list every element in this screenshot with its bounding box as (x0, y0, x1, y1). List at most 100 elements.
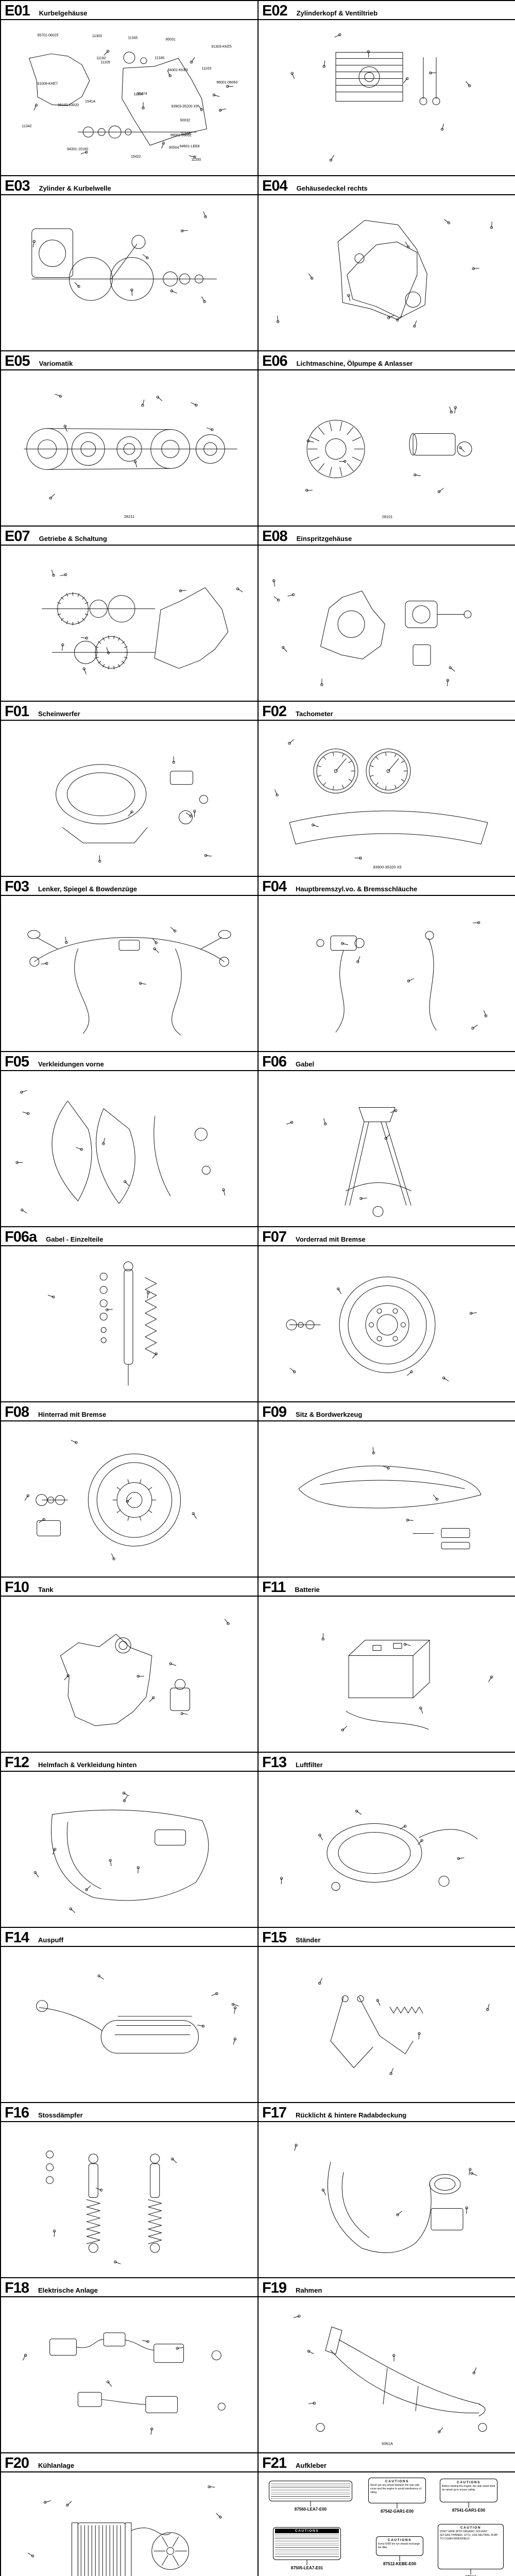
cell-header: F21 Aufkleber (259, 2453, 515, 2472)
exploded-line-art: 28211 (24, 394, 237, 519)
leader-line (397, 2503, 398, 2509)
cell-title: Hinterrad mit Bremse (38, 1411, 107, 1418)
cell-title: Hauptbremszyl.vo. & Bremsschläuche (295, 885, 418, 893)
exploded-line-art: 93900-35320 X5 (274, 739, 488, 870)
part-label: 28211 (124, 514, 134, 519)
part-label: 90474 (137, 92, 147, 96)
cell-code: F21 (262, 2455, 287, 2471)
diagram-f07 (259, 1246, 515, 1401)
part-label: 96001-06050 (216, 81, 237, 84)
cell-code: F18 (5, 2280, 29, 2296)
diagram-f02: 93900-35320 X5 (259, 721, 515, 876)
caution-sticker (269, 2481, 352, 2501)
part-label: 15422 (131, 155, 141, 159)
diagram-f03 (1, 896, 258, 1051)
cell-f01[interactable]: F01 Scheinwerfer (1, 702, 259, 877)
cell-code: F17 (262, 2105, 287, 2121)
exploded-line-art (31, 211, 217, 303)
part-label: 91303-KKE5 (211, 45, 232, 48)
cell-code: E06 (262, 353, 288, 369)
part-number-caption: 87542-GAR1-E00 (380, 2509, 414, 2514)
diagram-e02 (259, 20, 515, 175)
part-label: 11342 (22, 125, 32, 128)
cell-title: Kühlanlage (38, 2462, 75, 2469)
cell-title: Zylinderkopf & Ventiltrieb (296, 9, 378, 17)
diagram-f14 (1, 1947, 258, 2102)
cell-code: F20 (5, 2455, 29, 2471)
part-label: 5061A (382, 2442, 393, 2446)
part-label: 11105 (101, 61, 110, 64)
part-label: 11192 (96, 57, 106, 60)
cell-code: E01 (5, 3, 30, 19)
part-label: 11345 (128, 36, 138, 40)
exploded-line-art (15, 1090, 226, 1214)
cell-title: Tank (38, 1586, 54, 1594)
cell-title: Lenker, Spiegel & Bowdenzüge (38, 885, 138, 893)
exploded-line-art (321, 1633, 493, 1732)
cell-code: F09 (262, 1404, 287, 1420)
exploded-line-art (286, 1107, 411, 1217)
cell-title: Scheinwerfer (38, 710, 80, 718)
cell-title: Auspuff (38, 1936, 64, 1944)
diagram-f06a (1, 1246, 258, 1401)
exploded-line-art: 1901093404-05025 (27, 2485, 222, 2576)
part-label: 94301-KKE5 (167, 69, 188, 72)
exploded-line-art: 111031110096001-0605091303-KKE594301-KKE… (22, 33, 238, 161)
exploded-line-art (47, 1261, 158, 1386)
exploded-line-art (22, 2332, 226, 2435)
part-label: 91009-KHE7 (37, 82, 58, 86)
cell-code: F06 (262, 1054, 287, 1070)
cell-title: Aufkleber (295, 2462, 327, 2469)
cell-code: F05 (5, 1054, 29, 1070)
cell-code: F19 (262, 2280, 287, 2296)
diagram-e05: 28211 (1, 370, 258, 526)
diagram-f13 (259, 1772, 515, 1927)
cell-code: F01 (5, 703, 29, 720)
part-label: 93903-35200 X9 (171, 105, 198, 109)
cell-f20[interactable]: F20 Kühlanlage 1901093404-05025 (1, 2453, 259, 2576)
diagram-e07 (1, 546, 258, 701)
cell-code: F16 (5, 2105, 29, 2121)
